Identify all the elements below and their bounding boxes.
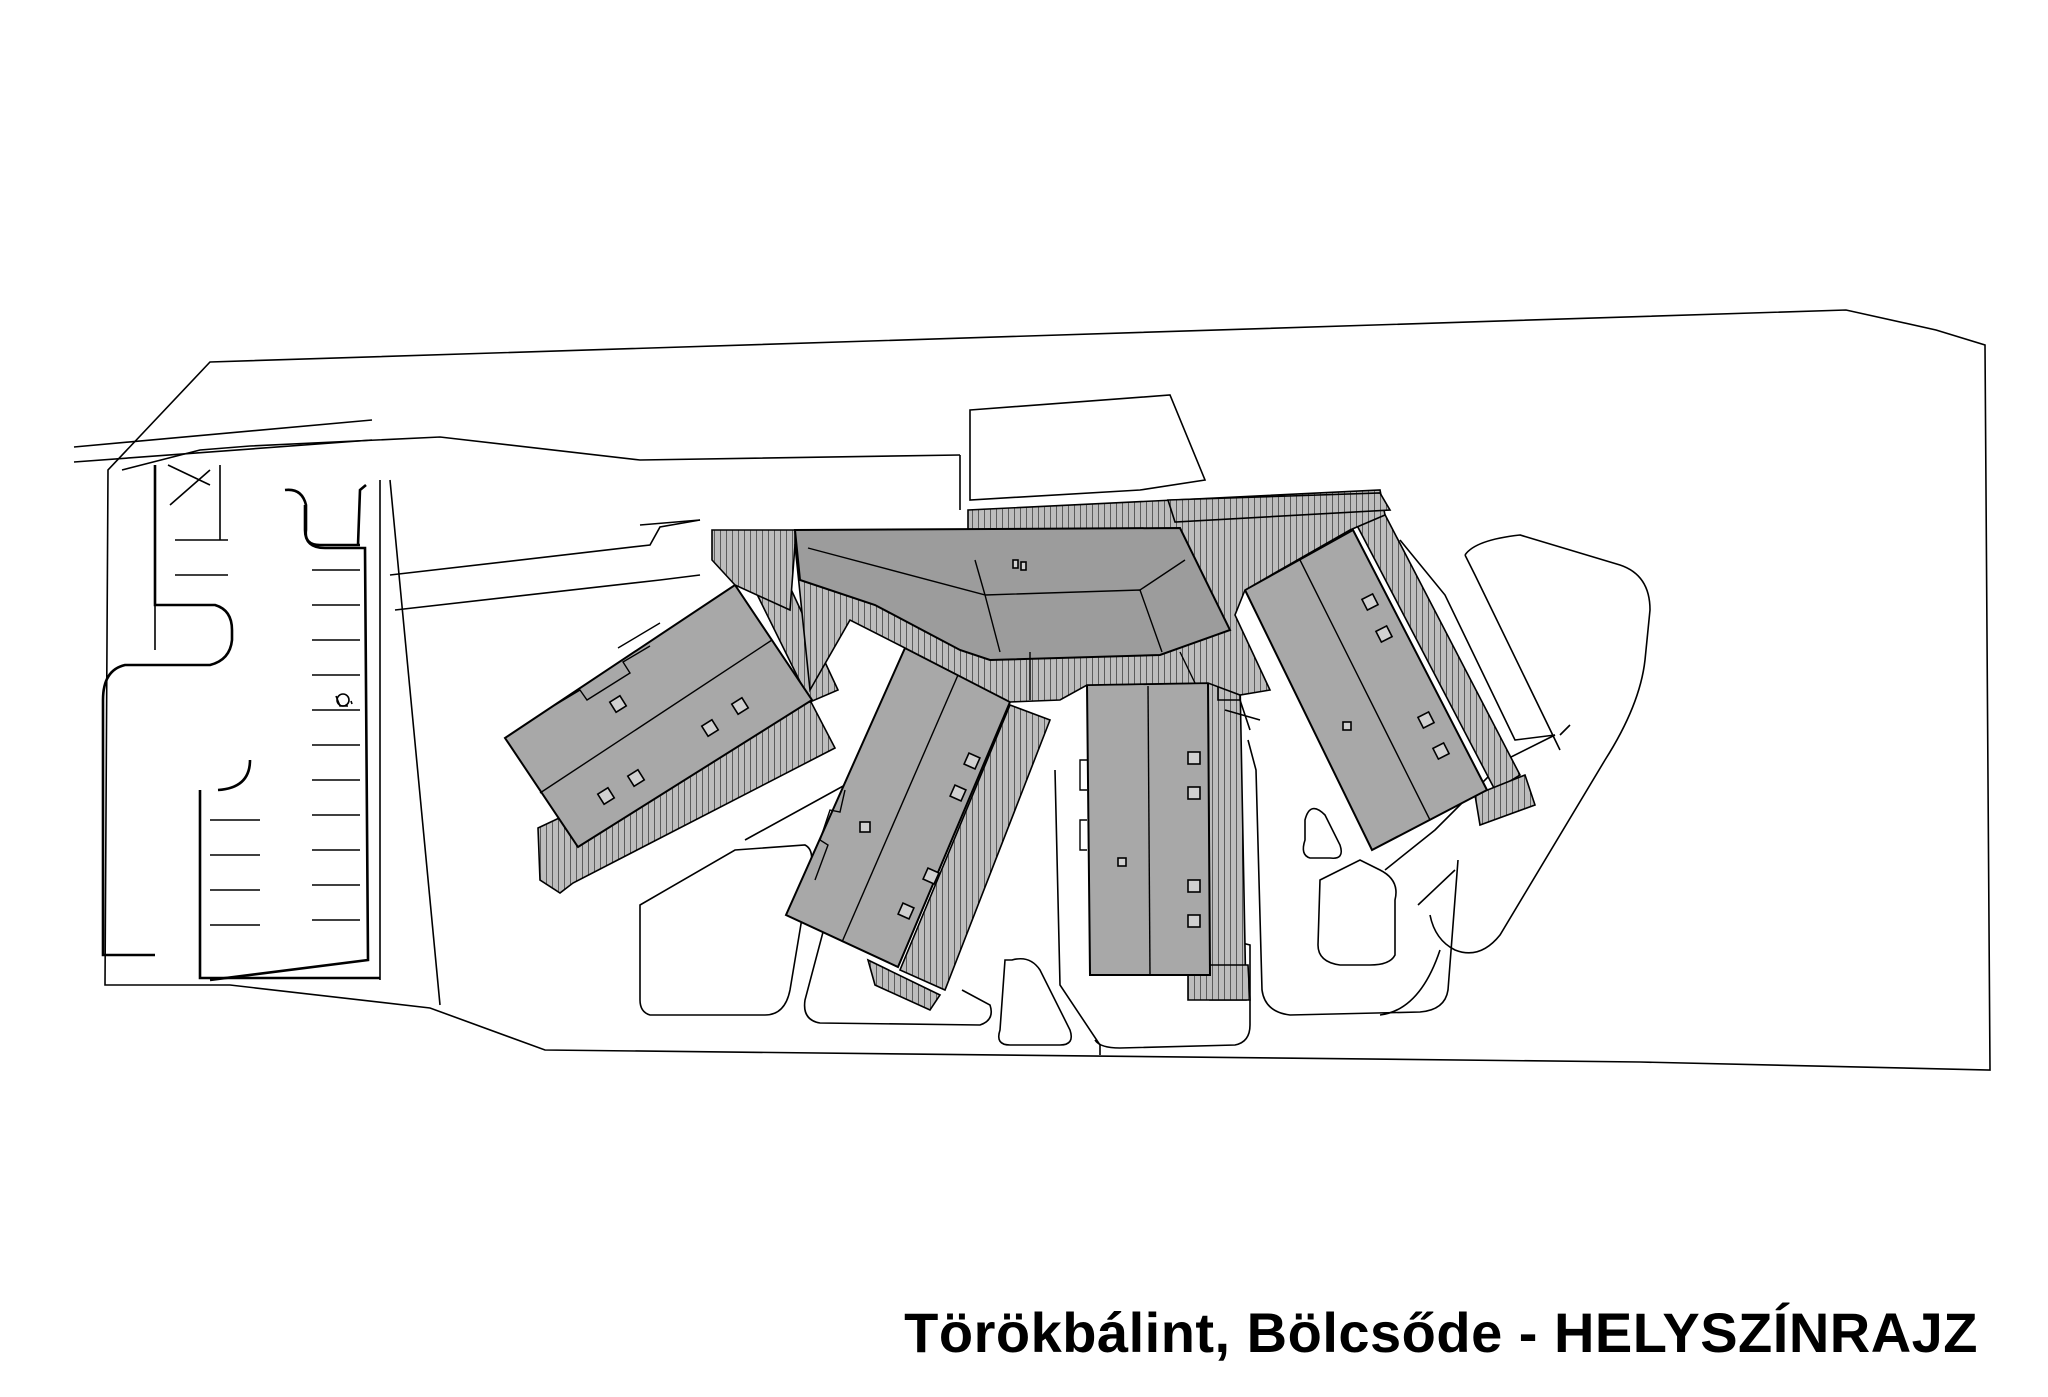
central-building — [711, 489, 1392, 703]
parking-stalls — [175, 539, 360, 926]
garden-areas — [639, 534, 1651, 1055]
site-boundary — [104, 309, 1991, 1071]
building-wing-1 — [503, 569, 840, 894]
building-wing-3 — [1079, 677, 1251, 1001]
building-wing-4 — [1243, 504, 1537, 852]
wheelchair-icon — [335, 693, 353, 707]
access-road — [73, 419, 961, 611]
building-wing-2 — [784, 646, 1052, 1012]
service-yard — [969, 394, 1207, 501]
parking-lot — [101, 464, 441, 1006]
drawing-title: Törökbálint, Bölcsőde - HELYSZÍNRAJZ — [904, 1301, 1978, 1364]
misc-site-lines — [639, 519, 1571, 906]
